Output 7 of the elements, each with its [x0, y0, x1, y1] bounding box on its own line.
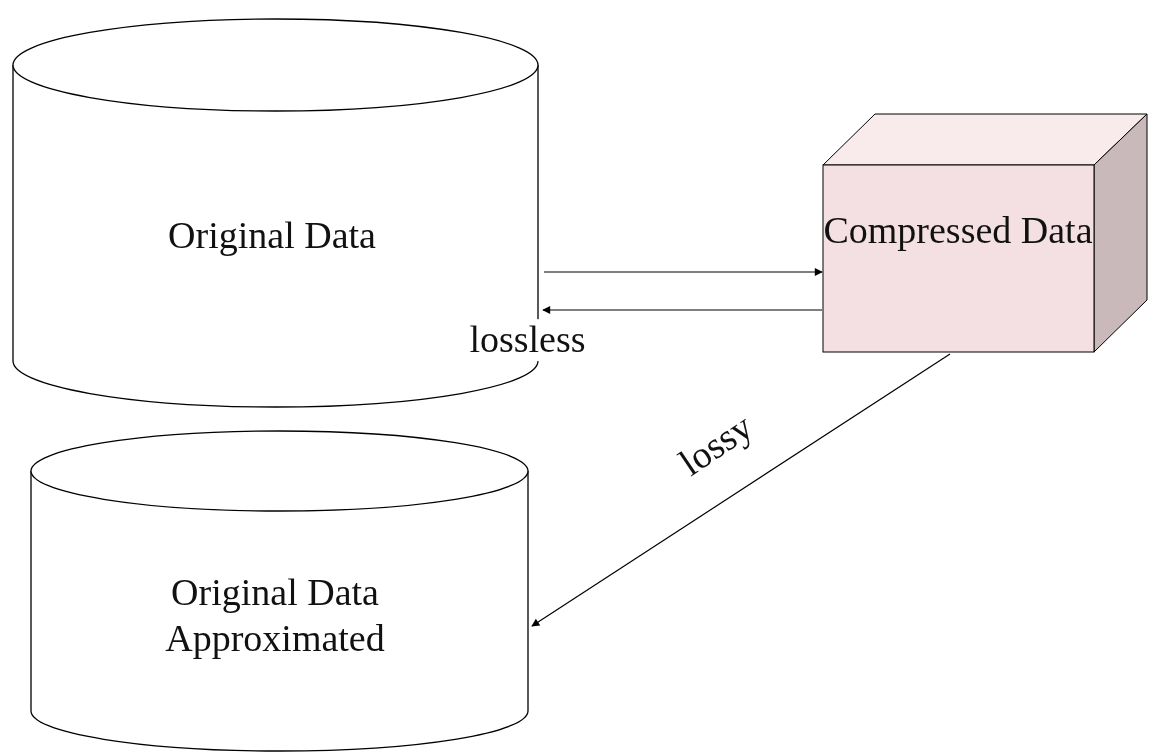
node-label: Compressed Data: [822, 208, 1094, 253]
arrow: [542, 306, 823, 314]
edge-label: lossless: [467, 319, 588, 361]
arrow: [531, 353, 951, 627]
node-label: Original Data: [167, 213, 377, 258]
arrow: [543, 268, 823, 276]
node-label: Original Data Approximated: [164, 570, 386, 661]
